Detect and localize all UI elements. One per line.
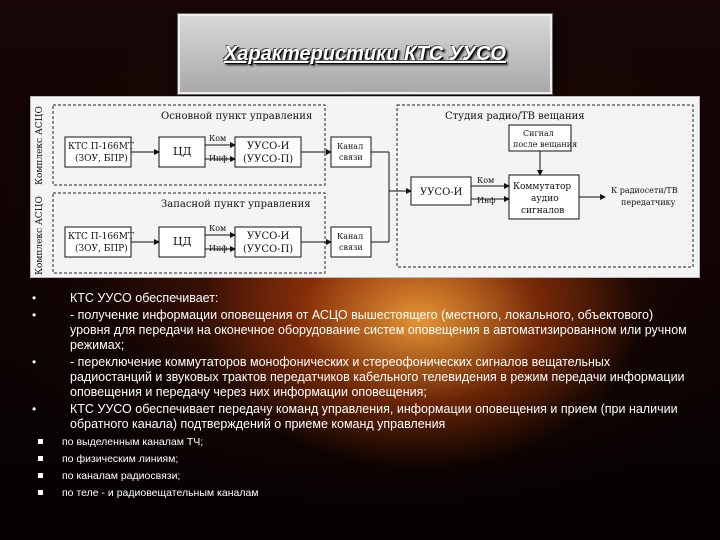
studio-frame [396,104,694,268]
bullet-text: - переключение коммутаторов монофоническ… [70,355,685,399]
to-transmitter-line2: передатчику [621,198,676,207]
square-bullet-icon [38,439,43,444]
kts-bottom-line2: (ЗОУ, БПР) [75,243,128,254]
signal-line2: после вещания [513,140,577,149]
cd-top-block [158,136,206,168]
slide-title: Характеристики КТС УУСО [224,42,506,65]
sub-bullet-text: по каналам радиосвязи; [62,470,181,482]
uuso-bottom-line1: УУСО-И [247,231,290,242]
sub-bullet-text: по теле - и радиовещательным каналам [62,487,259,499]
cd-bottom-block [158,226,206,258]
bullet-item: • КТС УУСО обеспечивает: [30,291,690,306]
commutator-block [508,174,580,220]
channel-bottom-line2: связи [339,243,363,252]
block-diagram: Комплекс АСЦО Комплекс АСЦО Основной пун… [30,96,700,278]
main-point-title: Основной пункт управления [161,111,312,122]
uuso-top-line2: (УУСО-П) [243,154,293,165]
sub-bullet-list: по выделенным каналам ТЧ; по физическим … [30,434,690,502]
side-label-top: Комплекс АСЦО [35,106,45,185]
signal-line1: Сигнал [523,129,554,138]
signal-block [508,124,572,152]
channel-bottom-line1: Канал [337,232,363,241]
bullet-marker: • [32,308,37,322]
uuso-bottom-block [234,226,302,258]
kts-top-line2: (ЗОУ, БПР) [75,153,128,164]
bullet-item: • - получение информации оповещения от А… [30,308,690,353]
uuso-bottom-line2: (УУСО-П) [243,244,293,255]
reserve-point-title: Запасной пункт управления [161,199,311,210]
bullet-text: - получение информации оповещения от АСЦ… [70,308,687,352]
studio-title: Студия радио/ТВ вещания [445,111,585,122]
sub-bullet-text: по физическим линиям; [62,453,179,465]
channel-bottom-block [330,226,372,258]
bullet-item: • КТС УУСО обеспечивает передачу команд … [30,402,690,432]
bullet-marker: • [32,402,37,416]
bullet-text: КТС УУСО обеспечивает: [70,291,219,305]
commutator-line3: сигналов [521,206,564,216]
main-bullet-list: • КТС УУСО обеспечивает: • - получение и… [30,291,690,432]
kts-top-block [64,136,132,168]
studio-kom-label: Ком [477,176,494,185]
kts-bottom-line1: КТС П-166МТ [68,232,134,242]
uuso-top-block [234,136,302,168]
commutator-line1: Коммутатор [513,182,571,192]
channel-top-line2: связи [339,153,363,162]
sub-bullet-item: по теле - и радиовещательным каналам [30,485,690,502]
title-box: Характеристики КТС УУСО [178,14,552,94]
bullet-marker: • [32,355,37,369]
bullet-marker: • [32,291,37,305]
main-point-frame [52,104,326,186]
kom-top-label: Ком [209,134,226,143]
square-bullet-icon [38,473,43,478]
kts-top-line1: КТС П-166МТ [68,142,134,152]
commutator-line2: аудио [531,194,559,204]
sub-bullet-item: по физическим линиям; [30,451,690,468]
cd-top-label: ЦД [173,145,192,158]
uuso-top-line1: УУСО-И [247,141,290,152]
bullet-text: КТС УУСО обеспечивает передачу команд уп… [70,402,678,431]
studio-inf-label: Инф [477,196,496,205]
sub-bullet-text: по выделенным каналам ТЧ; [62,436,204,448]
square-bullet-icon [38,490,43,495]
cd-bottom-label: ЦД [173,235,192,248]
studio-uuso-label: УУСО-И [420,187,463,198]
channel-top-line1: Канал [337,142,363,151]
to-transmitter-line1: К радиосети/ТВ [611,186,678,195]
sub-bullet-item: по каналам радиосвязи; [30,468,690,485]
kom-bottom-label: Ком [209,224,226,233]
studio-uuso-block [410,176,472,206]
sub-bullet-item: по выделенным каналам ТЧ; [30,434,690,451]
block-diagram-svg: Комплекс АСЦО Комплекс АСЦО Основной пун… [35,104,694,275]
bullet-item: • - переключение коммутаторов монофониче… [30,355,690,400]
kts-bottom-block [64,226,132,258]
content-area: • КТС УУСО обеспечивает: • - получение и… [30,291,690,502]
reserve-point-frame [52,192,326,274]
square-bullet-icon [38,456,43,461]
side-label-bottom: Комплекс АСЦО [35,196,45,275]
